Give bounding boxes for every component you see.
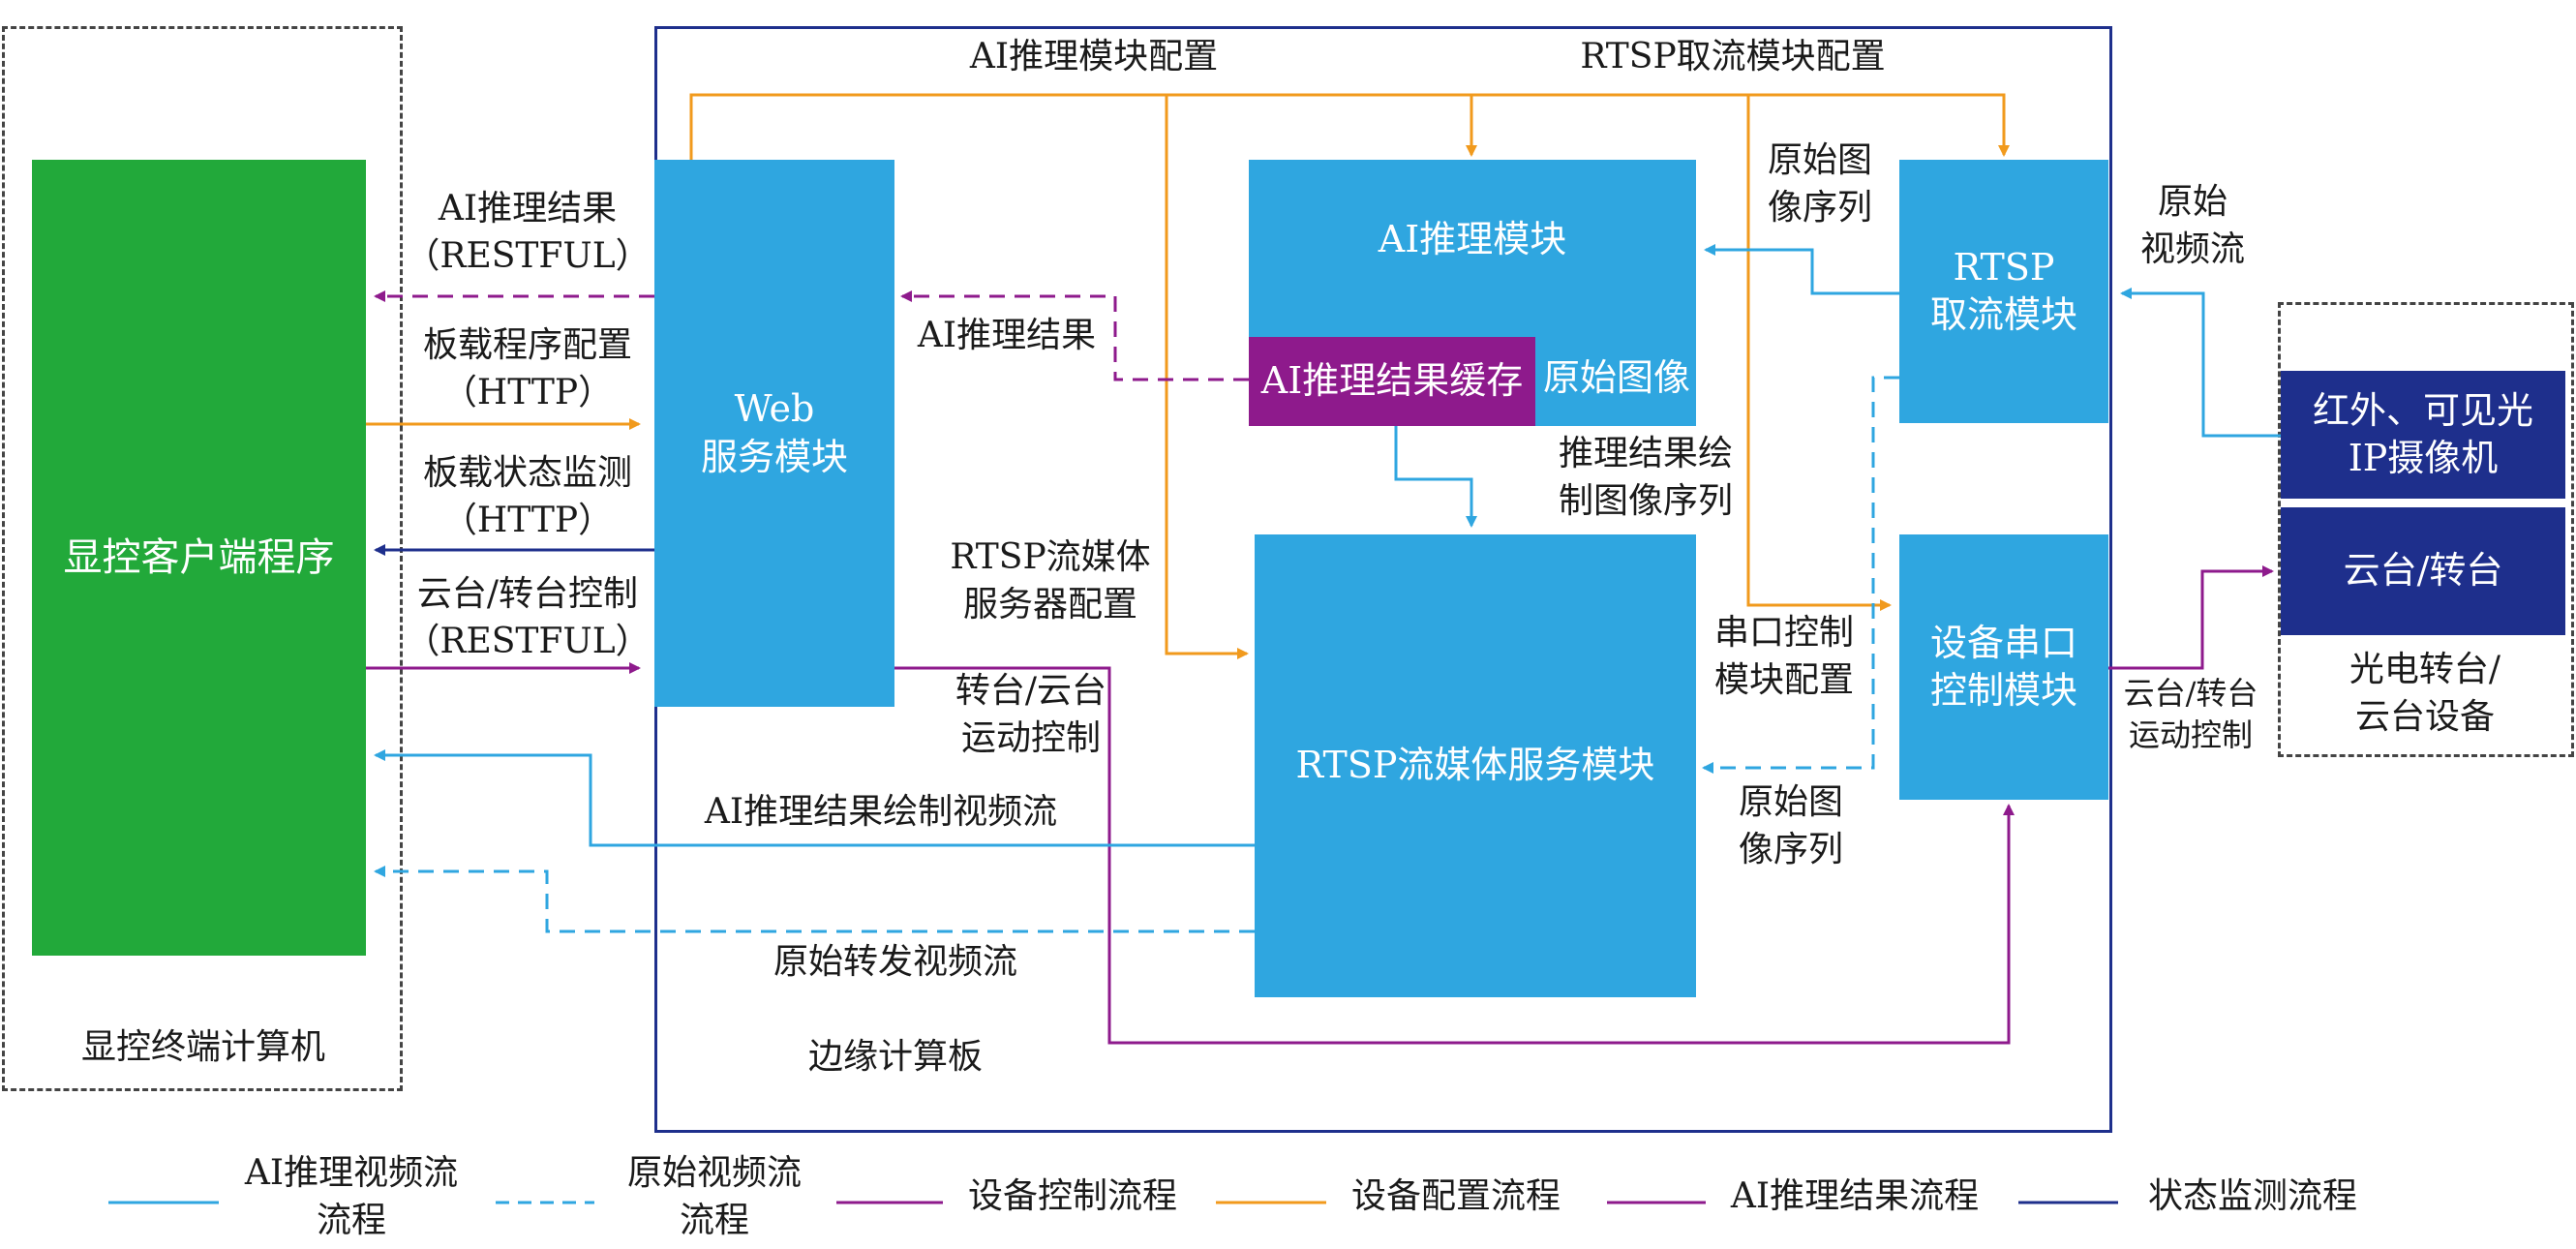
optoelectronic-device-frame: [2278, 302, 2574, 757]
device-config-lines: [366, 93, 2010, 659]
ptz-control-restful-label: 云台/转台控制 （RESTFUL）: [405, 574, 651, 661]
board-config-http-label: 板载程序配置 （HTTP）: [422, 325, 632, 412]
ai-config-label: AI推理模块配置: [969, 37, 1219, 76]
ptz-box: 云台/转台: [2281, 507, 2565, 635]
legend-ai-result-label: AI推理结果流程: [1730, 1176, 1980, 1216]
rtsp-pull-config-label: RTSP取流模块配置: [1580, 37, 1886, 76]
ai-result-cache-box: AI推理结果缓存: [1249, 337, 1535, 426]
raw-forward-video-label: 原始转发视频流: [773, 942, 1017, 982]
ai-result-lines: [374, 290, 1249, 381]
raw-image-seq-top-label: 原始图 像序列: [1767, 140, 1872, 228]
draw-image-seq-label: 推理结果绘 制图像序列: [1558, 434, 1733, 521]
rtsp-server-config-label: RTSP流媒体 服务器配置: [950, 537, 1151, 624]
ai-inference-module-label: AI推理模块: [1378, 218, 1567, 260]
ai-result-label: AI推理结果: [917, 316, 1097, 355]
ai-result-restful-label: AI推理结果 （RESTFUL）: [405, 189, 651, 276]
raw-image-seq-bottom-label: 原始图 像序列: [1738, 782, 1843, 869]
legend-raw-video-label: 原始视频流 流程: [626, 1153, 802, 1240]
ptz-motion-label: 云台/转台 运动控制: [2123, 675, 2258, 754]
ai-video-lines: [374, 244, 2281, 847]
raw-video-lines: [374, 376, 1899, 933]
terminal-computer-frame: [2, 26, 403, 1091]
ip-camera-box: 红外、可见光 IP摄像机: [2281, 371, 2565, 499]
legend-ai-video-label: AI推理视频流 流程: [244, 1153, 459, 1240]
legend-device-control-label: 设备控制流程: [967, 1176, 1177, 1216]
legend-status-monitor-label: 状态监测流程: [2147, 1176, 2357, 1216]
legend-device-config-label: 设备配置流程: [1350, 1176, 1561, 1216]
ai-draw-video-label: AI推理结果绘制视频流: [704, 792, 1058, 832]
serial-config-label: 串口控制 模块配置: [1713, 613, 1854, 700]
turntable-motion-label: 转台/云台 运动控制: [955, 671, 1107, 758]
raw-image-label: 原始图像: [1542, 356, 1690, 399]
board-status-http-label: 板载状态监测 （HTTP）: [422, 453, 632, 540]
rtsp-pull-module-box: RTSP 取流模块: [1899, 160, 2108, 423]
edge-board-title: 边缘计算板: [807, 1037, 983, 1077]
web-service-module-box: Web 服务模块: [654, 160, 894, 707]
device-region-title: 光电转台/ 云台设备: [2349, 650, 2501, 737]
terminal-computer-title: 显控终端计算机: [80, 1027, 325, 1067]
rtsp-stream-server-module-box: RTSP流媒体服务模块: [1255, 534, 1696, 997]
serial-control-module-box: 设备串口 控制模块: [1899, 534, 2108, 800]
device-control-lines: [366, 565, 2274, 1045]
display-client-program-box: 显控客户端程序: [32, 160, 366, 956]
raw-video-stream-label: 原始 视频流: [2139, 182, 2245, 269]
